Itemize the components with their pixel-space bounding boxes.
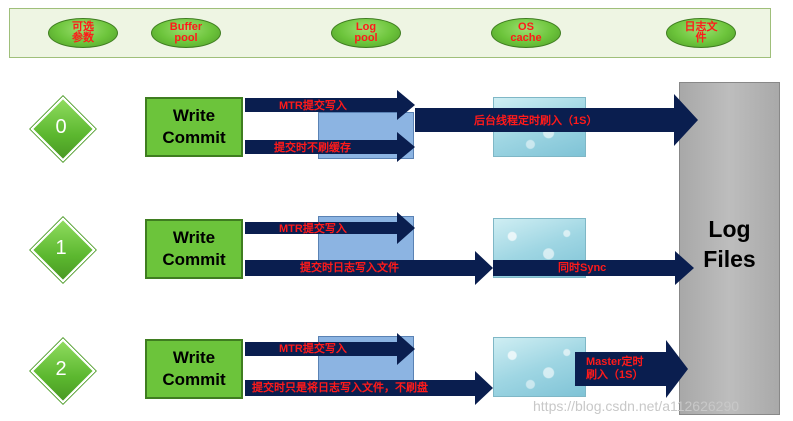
arrow-row2-commit bbox=[245, 371, 493, 405]
header-pill-log-file: 日志文 件 bbox=[666, 18, 736, 48]
arrow-row1-sync bbox=[493, 251, 694, 285]
arrow-row0-commit bbox=[245, 132, 415, 162]
header-pill-buffer-pool: Buffer pool bbox=[151, 18, 221, 48]
arrow-row2-master bbox=[575, 340, 688, 398]
arrow-row1-commit bbox=[245, 251, 493, 285]
label-row2-master: Master定时 刷入（1S） bbox=[586, 356, 644, 381]
parameter-header-bar: 可选 参数 Buffer pool Log pool OS cache 日志文 … bbox=[9, 8, 771, 58]
mode-label-0: 0 bbox=[55, 116, 67, 138]
header-pill-parameter: 可选 参数 bbox=[48, 18, 118, 48]
label-row0-flush: 后台线程定时刷入（1S） bbox=[474, 115, 598, 127]
write-commit-box-2: Write Commit bbox=[145, 339, 243, 399]
label-row2-commit: 提交时只是将日志写入文件，不刷盘 bbox=[252, 382, 428, 394]
label-row0-commit: 提交时不刷缓存 bbox=[274, 142, 351, 154]
arrow-row1-mtr bbox=[245, 212, 415, 244]
arrow-row0-flush bbox=[415, 94, 698, 146]
mode-label-1: 1 bbox=[55, 237, 67, 259]
write-commit-box-1: Write Commit bbox=[145, 219, 243, 279]
label-row1-sync: 同时Sync bbox=[558, 262, 607, 274]
log-files-block: Log Files bbox=[679, 82, 780, 415]
watermark-text: https://blog.csdn.net/a112626290 bbox=[533, 398, 740, 414]
label-row2-mtr: MTR提交写入 bbox=[279, 343, 347, 355]
label-row0-mtr: MTR提交写入 bbox=[279, 100, 347, 112]
write-commit-box-0: Write Commit bbox=[145, 97, 243, 157]
header-pill-os-cache: OS cache bbox=[491, 18, 561, 48]
label-row1-mtr: MTR提交写入 bbox=[279, 223, 347, 235]
arrow-row2-mtr bbox=[245, 333, 415, 365]
arrow-row0-mtr bbox=[245, 90, 415, 120]
mode-label-2: 2 bbox=[55, 358, 67, 380]
label-row1-commit: 提交时日志写入文件 bbox=[300, 262, 399, 274]
header-pill-log-pool: Log pool bbox=[331, 18, 401, 48]
